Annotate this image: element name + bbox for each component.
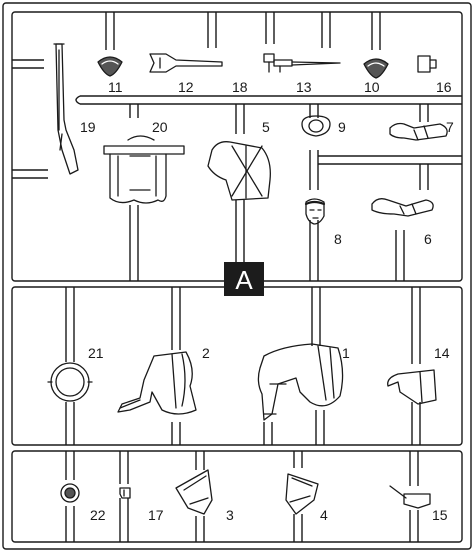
part-number-10: 10 bbox=[364, 79, 380, 95]
part-number-9: 9 bbox=[338, 119, 346, 135]
part-number-11: 11 bbox=[108, 79, 123, 95]
head-icon bbox=[304, 198, 326, 225]
bayonet-icon bbox=[273, 59, 341, 73]
backpack-icon bbox=[103, 135, 185, 204]
part-number-8: 8 bbox=[334, 231, 342, 247]
musket-icon bbox=[53, 43, 79, 175]
part-number-14: 14 bbox=[434, 345, 450, 361]
coat-tail-icon bbox=[175, 469, 213, 515]
part-number-6: 6 bbox=[424, 231, 432, 247]
base-ring-icon bbox=[47, 362, 93, 402]
epaulette-icon bbox=[363, 58, 389, 79]
arm-icon bbox=[371, 198, 434, 217]
part-number-3: 3 bbox=[226, 507, 234, 523]
part-number-1: 1 bbox=[342, 345, 350, 361]
part-number-22: 22 bbox=[90, 507, 106, 523]
part-number-21: 21 bbox=[88, 345, 104, 361]
sprue-label: A bbox=[224, 262, 264, 296]
part-number-18: 18 bbox=[232, 79, 248, 95]
collar-icon bbox=[301, 115, 331, 137]
bayonet-frog-icon bbox=[149, 53, 223, 73]
part-number-17: 17 bbox=[148, 507, 164, 523]
sprue-label-text: A bbox=[235, 265, 253, 295]
epaulette-icon bbox=[97, 56, 123, 77]
kneeling-legs-icon bbox=[117, 351, 197, 415]
part-number-2: 2 bbox=[202, 345, 210, 361]
torso-icon bbox=[207, 141, 271, 201]
cap-icon bbox=[119, 487, 131, 499]
small-disc-icon bbox=[60, 483, 80, 503]
part-number-7: 7 bbox=[446, 119, 454, 135]
kneeling-legs-icon bbox=[257, 343, 344, 421]
coat-tail-icon bbox=[285, 473, 319, 515]
coat-tail-icon bbox=[387, 369, 437, 405]
part-number-20: 20 bbox=[152, 119, 168, 135]
part-number-15: 15 bbox=[432, 507, 448, 523]
part-number-16: 16 bbox=[436, 79, 452, 95]
arm-icon bbox=[389, 122, 448, 141]
part-number-12: 12 bbox=[178, 79, 194, 95]
part-number-19: 19 bbox=[80, 119, 96, 135]
part-number-4: 4 bbox=[320, 507, 328, 523]
part-number-labels: 11 12 18 13 10 16 19 20 5 9 7 8 6 21 2 1… bbox=[80, 79, 454, 523]
part-number-13: 13 bbox=[296, 79, 312, 95]
cartridge-box-icon bbox=[389, 485, 431, 509]
canteen-icon bbox=[417, 55, 437, 73]
part-number-5: 5 bbox=[262, 119, 270, 135]
buckle-icon bbox=[263, 53, 275, 73]
